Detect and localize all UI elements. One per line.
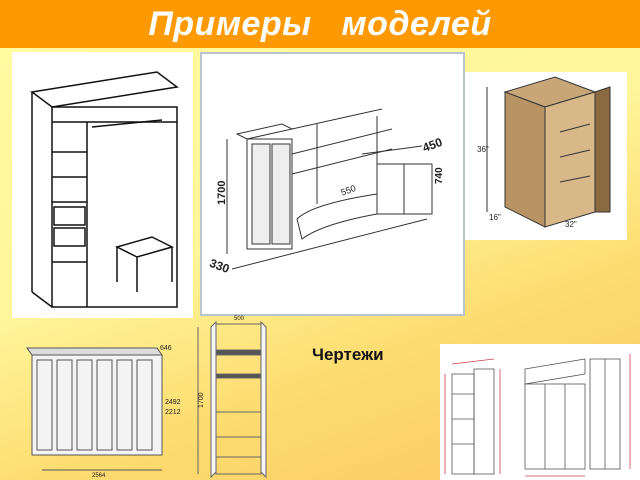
slide-header: Примеры моделей: [0, 0, 640, 48]
dim-2212: 2212: [165, 409, 181, 416]
dim-740: 740: [434, 167, 445, 184]
dim-1700: 1700: [216, 181, 228, 205]
dim-450: 450: [421, 135, 445, 155]
dim-36in: 36": [477, 145, 489, 154]
dim-1700-open: 1700: [198, 392, 205, 408]
dim-2564: 2564: [92, 473, 106, 479]
dim-646: 646: [160, 345, 172, 352]
dim-330: 330: [208, 256, 232, 276]
dim-500: 500: [234, 316, 245, 322]
wardrobe-front-image: 646 2492 2212 2564: [12, 340, 190, 480]
dim-2492: 2492: [165, 399, 181, 406]
open-wardrobe-image: 500 1700: [186, 312, 281, 480]
slide-title: Примеры моделей: [148, 4, 492, 43]
drawings-caption: Чертежи: [312, 345, 384, 364]
dim-32in: 32": [565, 220, 577, 229]
wardrobe-sketch-image: [12, 52, 193, 318]
dim-550: 550: [340, 183, 358, 198]
technical-drawings-image: [440, 344, 640, 480]
safe-cabinet-image: 36" 16" 32": [465, 72, 627, 240]
dim-16in: 16": [489, 213, 501, 222]
wall-unit-drawing-image: 1700 330 450 740 550: [200, 52, 465, 316]
